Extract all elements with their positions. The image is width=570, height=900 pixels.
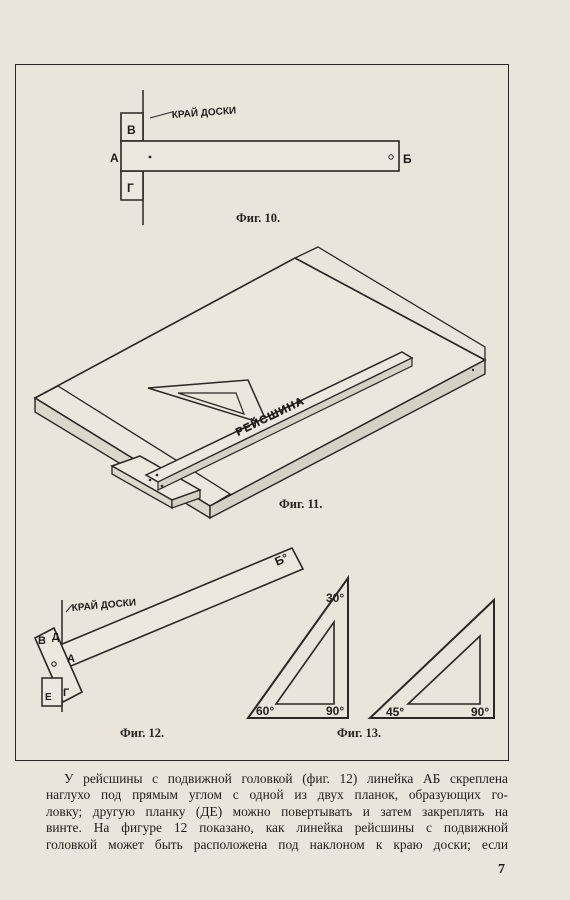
hang-hole (388, 154, 394, 160)
set-square-45 (367, 597, 495, 719)
fig10-caption: Фиг. 10. (236, 211, 281, 225)
figure-frame (15, 64, 509, 761)
fig10-drawing (120, 90, 400, 225)
body-line: винте. На фигуре 12 показано, как линейк… (46, 820, 508, 836)
fig12-drawing (33, 546, 305, 712)
fig10-label-g: Г (127, 181, 134, 195)
ruler-blade (120, 140, 400, 172)
fig13-caption: Фиг. 13. (337, 726, 382, 740)
fig12-edge-label: КРАЙ ДОСКИ (71, 595, 136, 614)
fig10-edge-label: КРАЙ ДОСКИ (171, 104, 236, 121)
fig12-label-b: Б° (273, 550, 291, 568)
body-paragraph: У рейсшины с подвижной головкой (фиг. 12… (46, 771, 508, 853)
fig13-left-right-angle: 90° (326, 704, 344, 718)
fig12-label-d: Д (52, 632, 59, 643)
fig11-drawing (33, 246, 487, 520)
fig13-left-left-angle: 60° (256, 704, 274, 718)
fig13-right-left-angle: 45° (386, 705, 404, 719)
fig12-label-v: В (38, 635, 46, 647)
fig12-label-g: Г (63, 687, 70, 699)
drawing-board (33, 257, 487, 507)
body-line: У рейсшины с подвижной головкой (фиг. 12… (64, 771, 508, 786)
fig12-label-e: Е (45, 692, 52, 703)
fig11-caption: Фиг. 11. (279, 497, 323, 511)
fig12-label-a: А (67, 653, 75, 665)
page-number: 7 (498, 862, 505, 877)
fig10-label-b: Б (403, 152, 412, 166)
edge-leader-line (149, 111, 173, 119)
fig10-label-v: В (127, 123, 136, 137)
set-square-30-60 (246, 574, 349, 719)
fig10-label-a: А (110, 151, 119, 165)
body-line: наглухо под прямым углом с одной из двух… (46, 787, 508, 803)
pivot-screw (51, 661, 57, 667)
fixed-plank (41, 677, 63, 707)
fig12-caption: Фиг. 12. (120, 726, 165, 740)
body-line: ловку; другую планку (ДЕ) можно повертыв… (46, 803, 508, 819)
screw-dot (148, 155, 152, 159)
fig13-drawing (246, 574, 495, 719)
fig13-right-right-angle: 90° (471, 705, 489, 719)
set-square (147, 379, 270, 427)
fig13-left-top-angle: 30° (326, 591, 344, 605)
body-line: головкой может быть расположена под накл… (46, 836, 508, 852)
